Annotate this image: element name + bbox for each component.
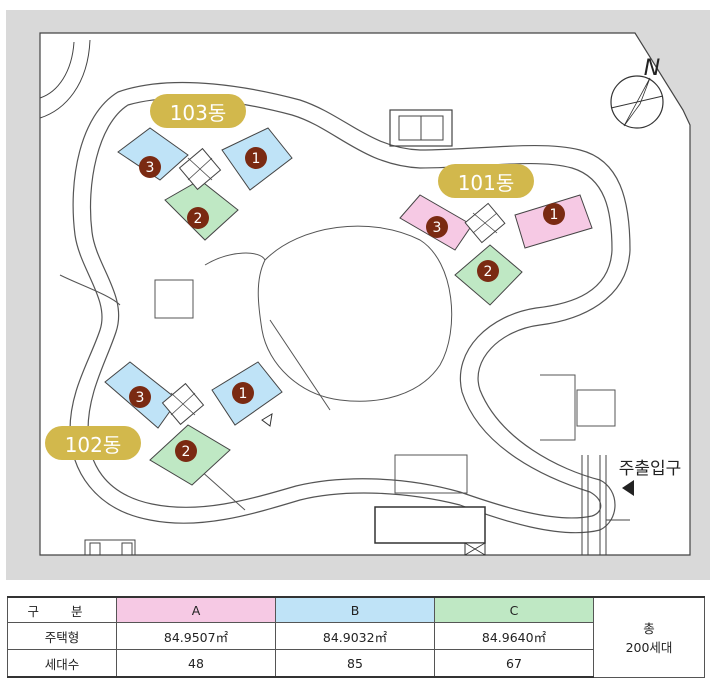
table-row: 주택형 84.9507㎡ 84.9032㎡ 84.9640㎡ [7, 622, 705, 650]
north-label: N [644, 56, 660, 81]
unit-circle [245, 147, 267, 169]
north-compass: N [610, 56, 664, 129]
building-name: 101동 [458, 171, 515, 195]
table-total-value: 200세대 [625, 640, 673, 656]
unit-number: 1 [550, 207, 559, 223]
central-plaza [257, 225, 453, 402]
unit-number: 1 [252, 151, 261, 167]
table-cell: 85 [275, 649, 435, 678]
building-102: 3 1 2 102동 [45, 361, 283, 486]
corner-arc [39, 39, 91, 119]
left-facility [154, 279, 194, 319]
table-total-label: 총 [643, 621, 655, 637]
building-label [438, 164, 534, 198]
building-101: 3 1 2 101동 [399, 164, 593, 306]
site-boundary [39, 32, 691, 556]
entrance-label: 주출입구 [619, 459, 682, 479]
unit-circle [187, 207, 209, 229]
unit-number: 2 [182, 444, 191, 460]
main-entrance: 주출입구 [619, 459, 682, 496]
table-row-label: 주택형 [7, 622, 117, 650]
building-name: 103동 [170, 101, 227, 125]
building-label [150, 94, 246, 128]
table-header-a: A [116, 596, 276, 623]
unit-circle [426, 216, 448, 238]
table-cell: 84.9640㎡ [434, 622, 594, 650]
table-header-b: B [275, 596, 435, 623]
unit-circle [175, 440, 197, 462]
table-cell: 67 [434, 649, 594, 678]
unit-number: 3 [146, 160, 155, 176]
table-cell: 84.9032㎡ [275, 622, 435, 650]
building-name: 102동 [65, 433, 122, 457]
unit-number: 2 [484, 264, 493, 280]
table-total-cell: 총 200세대 [593, 596, 705, 678]
table-header-row: 구 분 A B C 총 200세대 [7, 596, 705, 678]
unit-number: 2 [194, 211, 203, 227]
site-plan: 3 1 2 103동 3 1 2 101동 3 1 2 [39, 32, 691, 556]
unit-circle [129, 386, 151, 408]
table-row-label: 세대수 [7, 649, 117, 678]
tennis-court [389, 109, 453, 147]
table-header-c: C [434, 596, 594, 623]
building-103: 3 1 2 103동 [117, 94, 293, 241]
unit-circle [477, 260, 499, 282]
unit-circle [139, 156, 161, 178]
table-cell: 48 [116, 649, 276, 678]
unit-circle [232, 382, 254, 404]
arrow-left-icon [622, 480, 634, 496]
right-facility [576, 389, 616, 427]
ring-road-outer [69, 81, 631, 534]
unit-number: 1 [239, 386, 248, 402]
entrance-road [581, 455, 630, 555]
unit-circle [543, 203, 565, 225]
lower-building [374, 506, 486, 544]
table-header-label: 구 분 [7, 596, 117, 623]
summary-table: 구 분 A B C 총 200세대 주택형 84.9507㎡ 84.9032㎡ … [7, 596, 705, 678]
unit-number: 3 [136, 390, 145, 406]
table-row: 세대수 48 85 67 [7, 649, 705, 678]
building-label [45, 426, 141, 460]
unit-number: 3 [433, 220, 442, 236]
table-cell: 84.9507㎡ [116, 622, 276, 650]
